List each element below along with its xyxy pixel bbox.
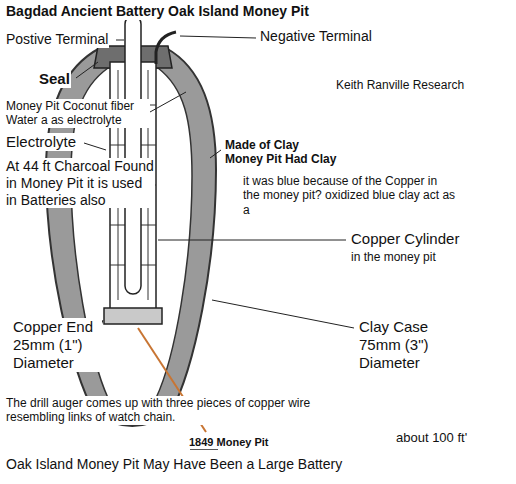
annotation-label: Seal: [38, 70, 71, 88]
annotation-label: Made of Clay Money Pit Had Clay: [224, 138, 339, 167]
negative-terminal-wire: [156, 32, 176, 64]
annotation-label: in the money pit: [350, 250, 437, 264]
annotation-label: Electrolyte: [5, 133, 77, 151]
annotation-label: about 100 ft': [395, 430, 468, 446]
annotation-label: 1849 Money Pit: [188, 436, 269, 449]
copper-end: [104, 308, 162, 324]
annotation-label: Copper Cylinder: [350, 230, 460, 248]
diagram-title: Bagdad Ancient Battery Oak Island Money …: [5, 3, 310, 20]
annotation-label: Clay Case 75mm (3") Diameter: [358, 318, 458, 372]
annotation-label: Postive Terminal: [5, 31, 109, 48]
annotation-label: At 44 ft Charcoal Found in Money Pit it …: [5, 158, 155, 208]
annotation-label: it was blue because of the Copper in the…: [242, 174, 457, 217]
annotation-label: Money Pit Coconut fiber Water a as elect…: [5, 99, 150, 128]
annotation-label: Keith Ranville Research: [335, 78, 465, 92]
annotation-label: Negative Terminal: [259, 28, 373, 45]
annotation-label: The drill auger comes up with three piec…: [5, 396, 365, 425]
diagram-caption: Oak Island Money Pit May Have Been a Lar…: [5, 456, 343, 473]
annotation-label: Copper End 25mm (1") Diameter: [12, 318, 102, 372]
iron-rod: [125, 16, 141, 294]
